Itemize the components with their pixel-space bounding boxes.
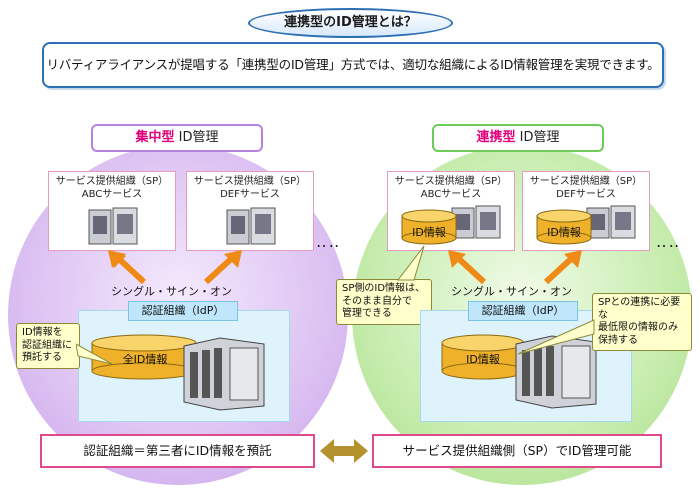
left-idp-note: ID情報を 認証組織に 預託する (16, 323, 80, 369)
left-sp-def-service: DEFサービス (220, 189, 280, 200)
left-conclusion: 認証組織＝第三者にID情報を預託 (40, 434, 315, 468)
right-idp-note: SPとの連携に必要な 最低限の情報のみ 保持する (592, 293, 692, 351)
right-sp-abc-box: サービス提供組織（SP） ABCサービス ID情報 (387, 171, 515, 251)
centralized-suffix: ID管理 (174, 130, 219, 145)
right-sp-note: SP側のID情報は、 そのまま自分で 管理できる (336, 279, 432, 325)
right-sp-abc-service: ABCサービス (420, 189, 482, 200)
right-sp-note-pointer (396, 245, 425, 281)
database-icon (536, 209, 592, 245)
federated-keyword: 連携型 (476, 130, 516, 145)
right-sso-label: シングル・サイン・オン (451, 285, 572, 298)
centralized-model-label: 集中型 ID管理 (91, 124, 263, 152)
right-idp-note-pointer (517, 319, 595, 355)
server-icon (88, 207, 138, 245)
right-sp-abc-cylinder-label: ID情報 (412, 226, 446, 239)
left-more-dots: ‥‥ (316, 232, 342, 251)
left-sp-def-title: サービス提供組織（SP） (193, 176, 307, 187)
left-sp-abc-title: サービス提供組織（SP） (55, 176, 169, 187)
server-rack-icon (515, 335, 597, 409)
left-idp-label: 認証組織（IdP） (128, 301, 238, 321)
left-sso-label: シングル・サイン・オン (111, 285, 232, 298)
right-cylinder-label: ID情報 (466, 353, 500, 366)
right-sp-def-box: サービス提供組織（SP） DEFサービス ID情報 (522, 171, 650, 251)
right-sp-def-cylinder-label: ID情報 (547, 226, 581, 239)
right-conclusion: サービス提供組織側（SP）でID管理可能 (372, 434, 662, 468)
right-idp-label: 認証組織（IdP） (468, 301, 578, 321)
centralized-keyword: 集中型 (135, 130, 175, 145)
database-icon (401, 209, 457, 245)
federated-suffix: ID管理 (515, 130, 560, 145)
left-cylinder-label: 全ID情報 (122, 353, 168, 366)
diagram-title: 連携型のID管理とは？ (248, 8, 453, 38)
right-sp-abc-title: サービス提供組織（SP） (394, 176, 508, 187)
left-note-pointer (76, 343, 113, 365)
right-sp-def-service: DEFサービス (556, 189, 616, 200)
server-icon (451, 205, 501, 239)
database-icon (91, 334, 197, 380)
server-rack-icon (183, 337, 265, 411)
federated-model-label: 連携型 ID管理 (432, 124, 604, 152)
double-arrow-icon (320, 439, 368, 463)
server-icon (226, 207, 276, 245)
right-more-dots: ‥‥ (656, 232, 682, 251)
left-sso-arrows (108, 250, 242, 285)
right-sso-arrows (448, 250, 582, 285)
left-sp-def-box: サービス提供組織（SP） DEFサービス (186, 171, 314, 251)
left-sp-abc-service: ABCサービス (81, 189, 143, 200)
right-sp-def-title: サービス提供組織（SP） (529, 176, 643, 187)
intro-text: リバティアライアンスが提唱する「連携型のID管理」方式では、適切な組織によるID… (42, 42, 664, 88)
server-icon (586, 205, 636, 239)
left-sp-abc-box: サービス提供組織（SP） ABCサービス (48, 171, 176, 251)
